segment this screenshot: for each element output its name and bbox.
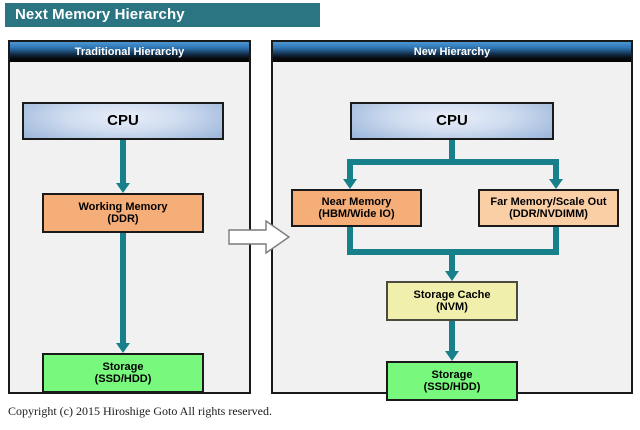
node-label-line2: (DDR) [107,213,139,225]
node-far-memory: Far Memory/Scale Out (DDR/NVDIMM) [478,189,619,227]
node-label-line1: Storage Cache [413,289,491,301]
panel-new-header: New Hierarchy [273,42,631,62]
node-traditional-storage: Storage (SSD/HDD) [42,353,204,393]
panel-traditional-header: Traditional Hierarchy [10,42,249,62]
arrowhead-storage [116,343,130,353]
node-label-line2: (HBM/Wide IO) [318,208,395,220]
arrowhead-far-memory [549,179,563,189]
panel-new-hierarchy: New Hierarchy CPU Near Memory (HBM/Wide … [271,40,633,401]
node-new-cpu: CPU [350,102,554,140]
node-new-storage: Storage (SSD/HDD) [386,361,518,401]
slide-title: Next Memory Hierarchy [5,3,320,27]
node-near-memory: Near Memory (HBM/Wide IO) [291,189,422,227]
right-block-arrow-icon [228,219,290,255]
node-label-line1: Storage [431,369,473,381]
panel-traditional-hierarchy: Traditional Hierarchy CPU Working Memory… [8,40,251,394]
node-label-line1: Far Memory/Scale Out [490,196,607,208]
connector-near-memory-down [347,225,353,255]
arrowhead-storage-cache [445,271,459,281]
connector-storage-cache-to-storage [449,321,455,353]
connector-to-near-memory [347,159,353,181]
node-label-line1: CPU [107,112,139,129]
connector-working-memory-to-storage [120,233,126,345]
connector-far-memory-down [553,225,559,255]
node-label-line1: Near Memory [321,196,392,208]
connector-to-far-memory [553,159,559,181]
panel-new-body: CPU Near Memory (HBM/Wide IO) Far Memory… [273,62,631,401]
connector-to-storage-cache [449,249,455,273]
arrowhead-near-memory [343,179,357,189]
copyright-notice: Copyright (c) 2015 Hiroshige Goto All ri… [8,404,272,418]
node-storage-cache: Storage Cache (NVM) [386,281,518,321]
connector-cpu-stem [449,140,455,163]
panel-traditional-body: CPU Working Memory (DDR) Storage (SSD/HD… [10,62,249,393]
node-label-line2: (SSD/HDD) [423,381,481,393]
node-label-line2: (SSD/HDD) [94,373,152,385]
arrowhead-working-memory [116,183,130,193]
node-working-memory: Working Memory (DDR) [42,193,204,233]
node-label-line2: (NVM) [436,301,468,313]
node-label-line1: Storage [102,361,144,373]
node-traditional-cpu: CPU [22,102,224,140]
node-label-line1: CPU [436,112,468,129]
node-label-line1: Working Memory [78,201,168,213]
arrowhead-new-storage [445,351,459,361]
node-label-line2: (DDR/NVDIMM) [509,208,588,220]
connector-cpu-split-bus [347,159,559,165]
connector-cpu-to-working-memory [120,140,126,185]
